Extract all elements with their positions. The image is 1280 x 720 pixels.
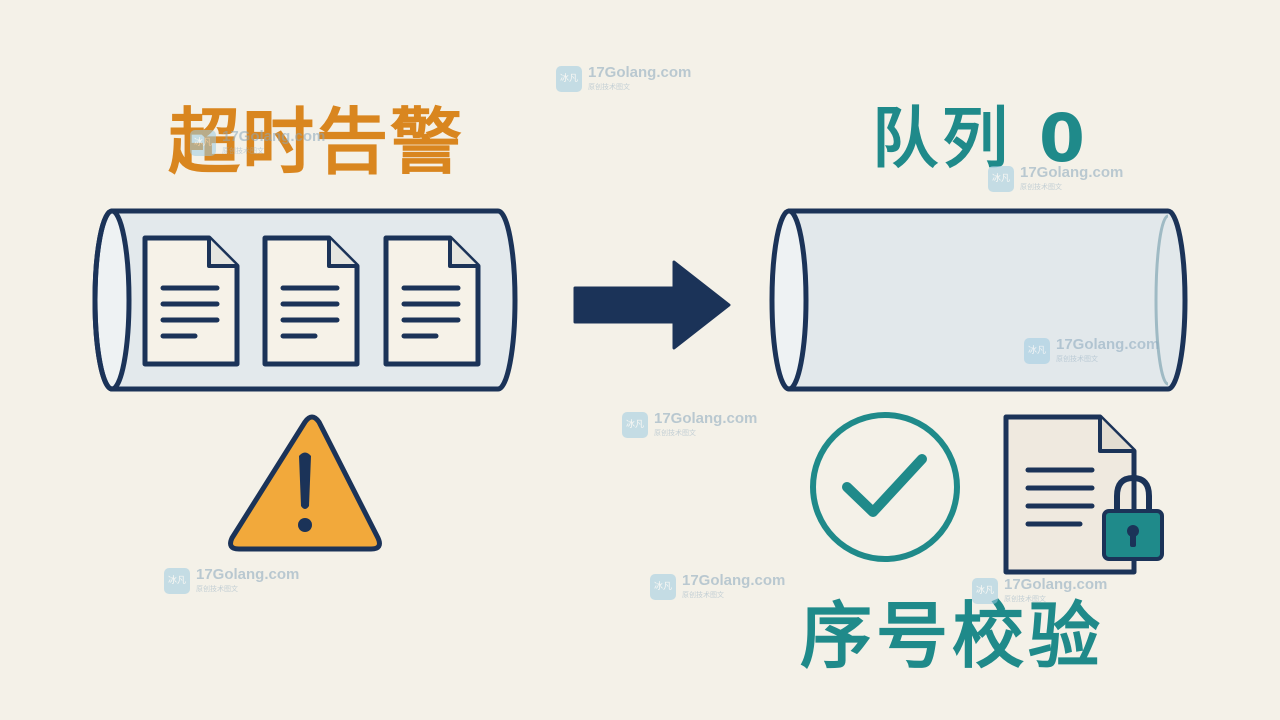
right-queue-tube bbox=[769, 208, 1188, 392]
check-circle-icon bbox=[810, 412, 960, 562]
document-icon bbox=[142, 235, 240, 367]
timeout-alert-label: 超时告警 bbox=[168, 100, 465, 184]
padlock-icon bbox=[1102, 474, 1164, 561]
sequence-check-label: 序号校验 bbox=[800, 594, 1105, 678]
document-icon bbox=[383, 235, 481, 367]
document-icon bbox=[262, 235, 360, 367]
warning-icon bbox=[228, 414, 382, 552]
queue-label: 队列 0 bbox=[872, 100, 1089, 177]
arrow-right-icon bbox=[573, 260, 731, 350]
